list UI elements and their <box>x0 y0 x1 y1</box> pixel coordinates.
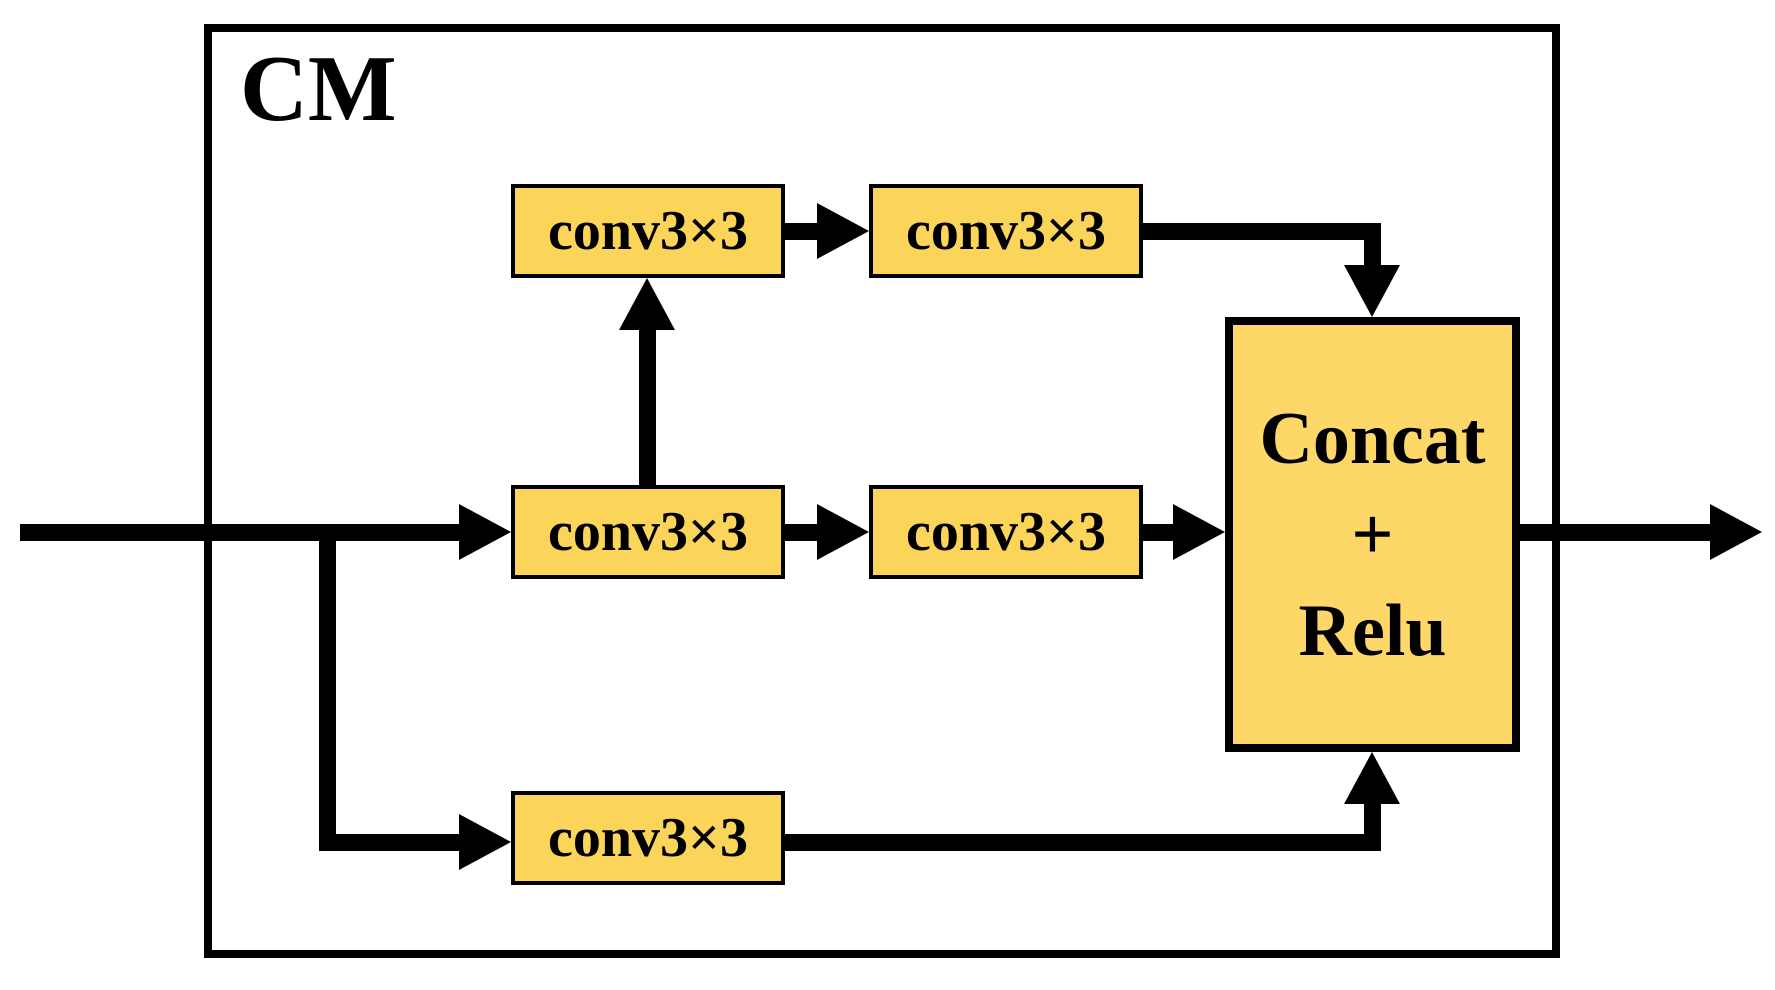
conv3x3-block-mid-right: conv3×3 <box>869 485 1143 579</box>
top-path-v-line <box>1364 223 1381 269</box>
top-link-arrowhead <box>817 203 869 259</box>
mid-link-line <box>783 524 819 541</box>
conv3x3-label: conv3×3 <box>906 501 1106 563</box>
conv3x3-block-bottom: conv3×3 <box>511 791 785 885</box>
input-arrow-line <box>20 524 462 541</box>
mid-to-top-line <box>639 327 656 485</box>
mid-to-top-arrowhead <box>619 278 675 330</box>
conv3x3-label: conv3×3 <box>548 200 748 262</box>
cm-module-frame <box>204 24 1560 958</box>
conv3x3-label: conv3×3 <box>548 807 748 869</box>
conv3x3-block-top-right: conv3×3 <box>869 184 1143 278</box>
branch-down-line <box>319 524 336 851</box>
relu-label: Relu <box>1298 589 1447 672</box>
conv3x3-label: conv3×3 <box>906 200 1106 262</box>
branch-arrowhead <box>459 814 511 870</box>
concat-relu-block: Concat + Relu <box>1225 317 1520 752</box>
output-arrowhead <box>1710 504 1762 560</box>
output-arrow-line <box>1518 524 1718 541</box>
branch-bottom-line <box>319 834 462 851</box>
conv3x3-block-mid-left: conv3×3 <box>511 485 785 579</box>
concat-label: Concat <box>1259 397 1486 480</box>
plus-label: + <box>1351 493 1394 576</box>
mid-path-line <box>1141 524 1183 541</box>
input-arrowhead <box>459 504 511 560</box>
top-path-h-line <box>1141 223 1381 240</box>
conv3x3-block-top-left: conv3×3 <box>511 184 785 278</box>
conv3x3-label: conv3×3 <box>548 501 748 563</box>
mid-link-arrowhead <box>817 504 869 560</box>
top-link-line <box>783 223 819 240</box>
bottom-path-arrowhead <box>1344 752 1400 804</box>
bottom-path-h-line <box>783 834 1381 851</box>
bottom-path-v-line <box>1364 804 1381 851</box>
top-path-arrowhead <box>1344 265 1400 317</box>
mid-path-arrowhead <box>1173 504 1225 560</box>
cm-module-title: CM <box>240 37 397 141</box>
